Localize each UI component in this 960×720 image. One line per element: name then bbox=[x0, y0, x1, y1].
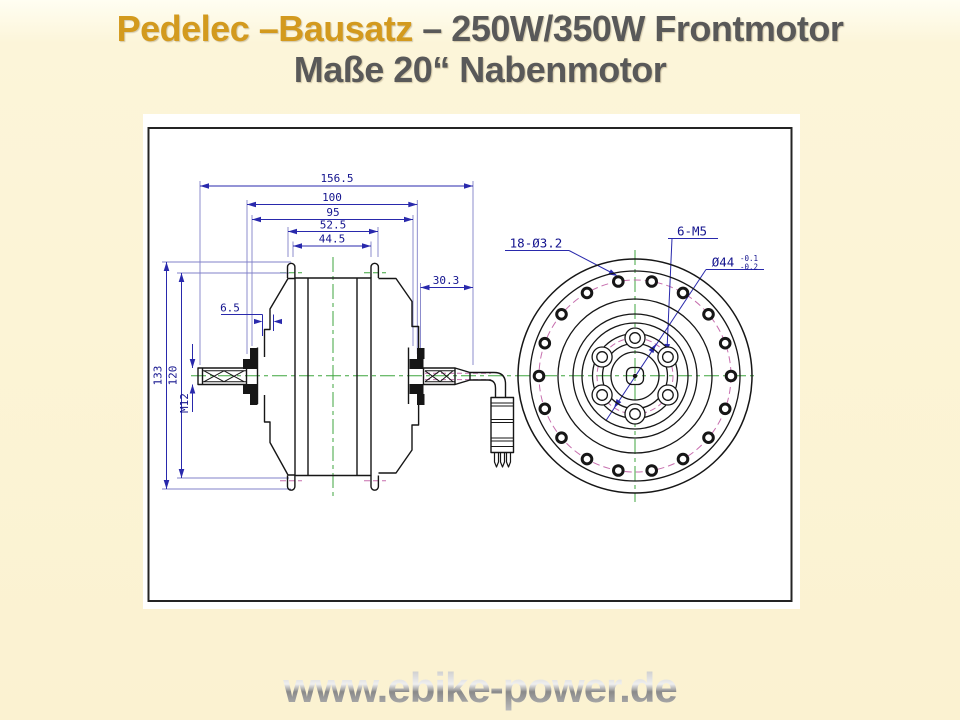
mount-hole-bosses bbox=[591, 327, 679, 425]
dimension-labels: 156.5 100 95 52.5 44.5 30.3 6.5 133 120 … bbox=[152, 172, 759, 413]
dim-flange-offset: 6.5 bbox=[220, 302, 240, 315]
label-tolerance-upper: -0.1 bbox=[740, 254, 758, 263]
dim-axle-right: 30.3 bbox=[433, 274, 460, 287]
dim-cone-width: 95 bbox=[326, 206, 339, 219]
technical-drawing: 156.5 100 95 52.5 44.5 30.3 6.5 133 120 … bbox=[147, 127, 793, 602]
slide-title-line1: Pedelec –Bausatz – 250W/350W Frontmotor bbox=[0, 8, 960, 49]
dim-locknut-width: 100 bbox=[322, 191, 342, 204]
footer-url: www.ebike-power.de bbox=[0, 664, 960, 712]
drawing-panel: 156.5 100 95 52.5 44.5 30.3 6.5 133 120 … bbox=[143, 114, 800, 609]
label-spoke-holes: 18-Ø3.2 bbox=[510, 236, 563, 251]
dim-flange-inner: 44.5 bbox=[319, 233, 346, 246]
slide-title-brand: Pedelec –Bausatz bbox=[116, 8, 414, 49]
dim-flange-outer: 52.5 bbox=[320, 219, 347, 232]
label-mount-holes: 6-M5 bbox=[677, 224, 707, 239]
side-view-outline bbox=[197, 262, 515, 491]
dimension-arrows bbox=[163, 183, 670, 489]
axle-locknuts bbox=[243, 348, 425, 405]
dimension-lines bbox=[166, 185, 764, 489]
label-tolerance-lower: -0.2 bbox=[740, 263, 758, 272]
dim-axle-thread: M12 bbox=[178, 393, 191, 413]
dim-dia-120: 120 bbox=[167, 366, 180, 386]
slide-title-subject: – 250W/350W Frontmotor bbox=[412, 8, 844, 49]
dim-total-width: 156.5 bbox=[320, 172, 353, 185]
dim-dia-133: 133 bbox=[152, 366, 165, 386]
spoke-holes bbox=[532, 275, 738, 477]
slide-title: Pedelec –Bausatz – 250W/350W Frontmotor … bbox=[0, 8, 960, 90]
label-bolt-circle: Ø44 bbox=[712, 255, 735, 270]
slide-title-line2: Maße 20“ Nabenmotor bbox=[293, 49, 667, 90]
